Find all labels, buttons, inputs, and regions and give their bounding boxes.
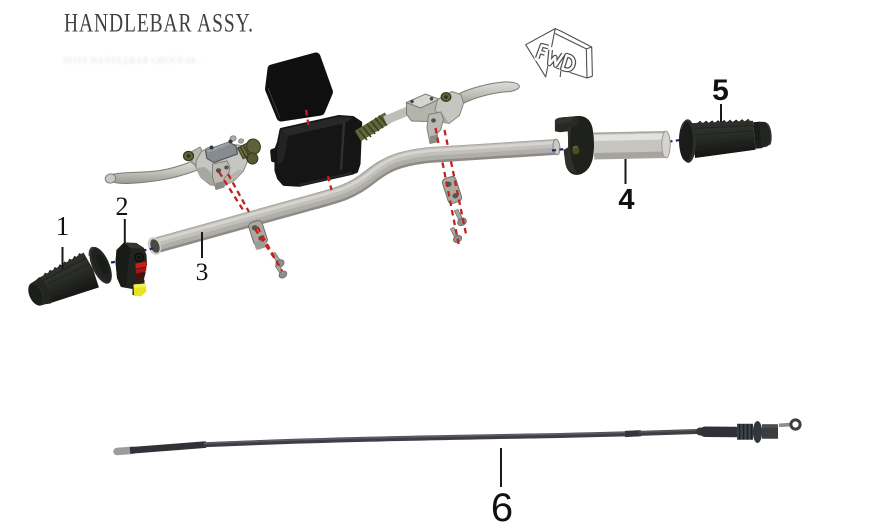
svg-text:1: 1 xyxy=(56,211,70,241)
svg-text:5: 5 xyxy=(712,74,729,107)
svg-text:3: 3 xyxy=(196,257,209,286)
svg-text:2: 2 xyxy=(116,192,129,221)
svg-text:NOTE HANDLEBAR GROUP 04. .: NOTE HANDLEBAR GROUP 04. . xyxy=(63,56,203,66)
svg-text:HANDLEBAR ASSY.: HANDLEBAR ASSY. xyxy=(64,9,253,37)
svg-text:4: 4 xyxy=(618,184,634,216)
svg-text:6: 6 xyxy=(491,486,513,528)
